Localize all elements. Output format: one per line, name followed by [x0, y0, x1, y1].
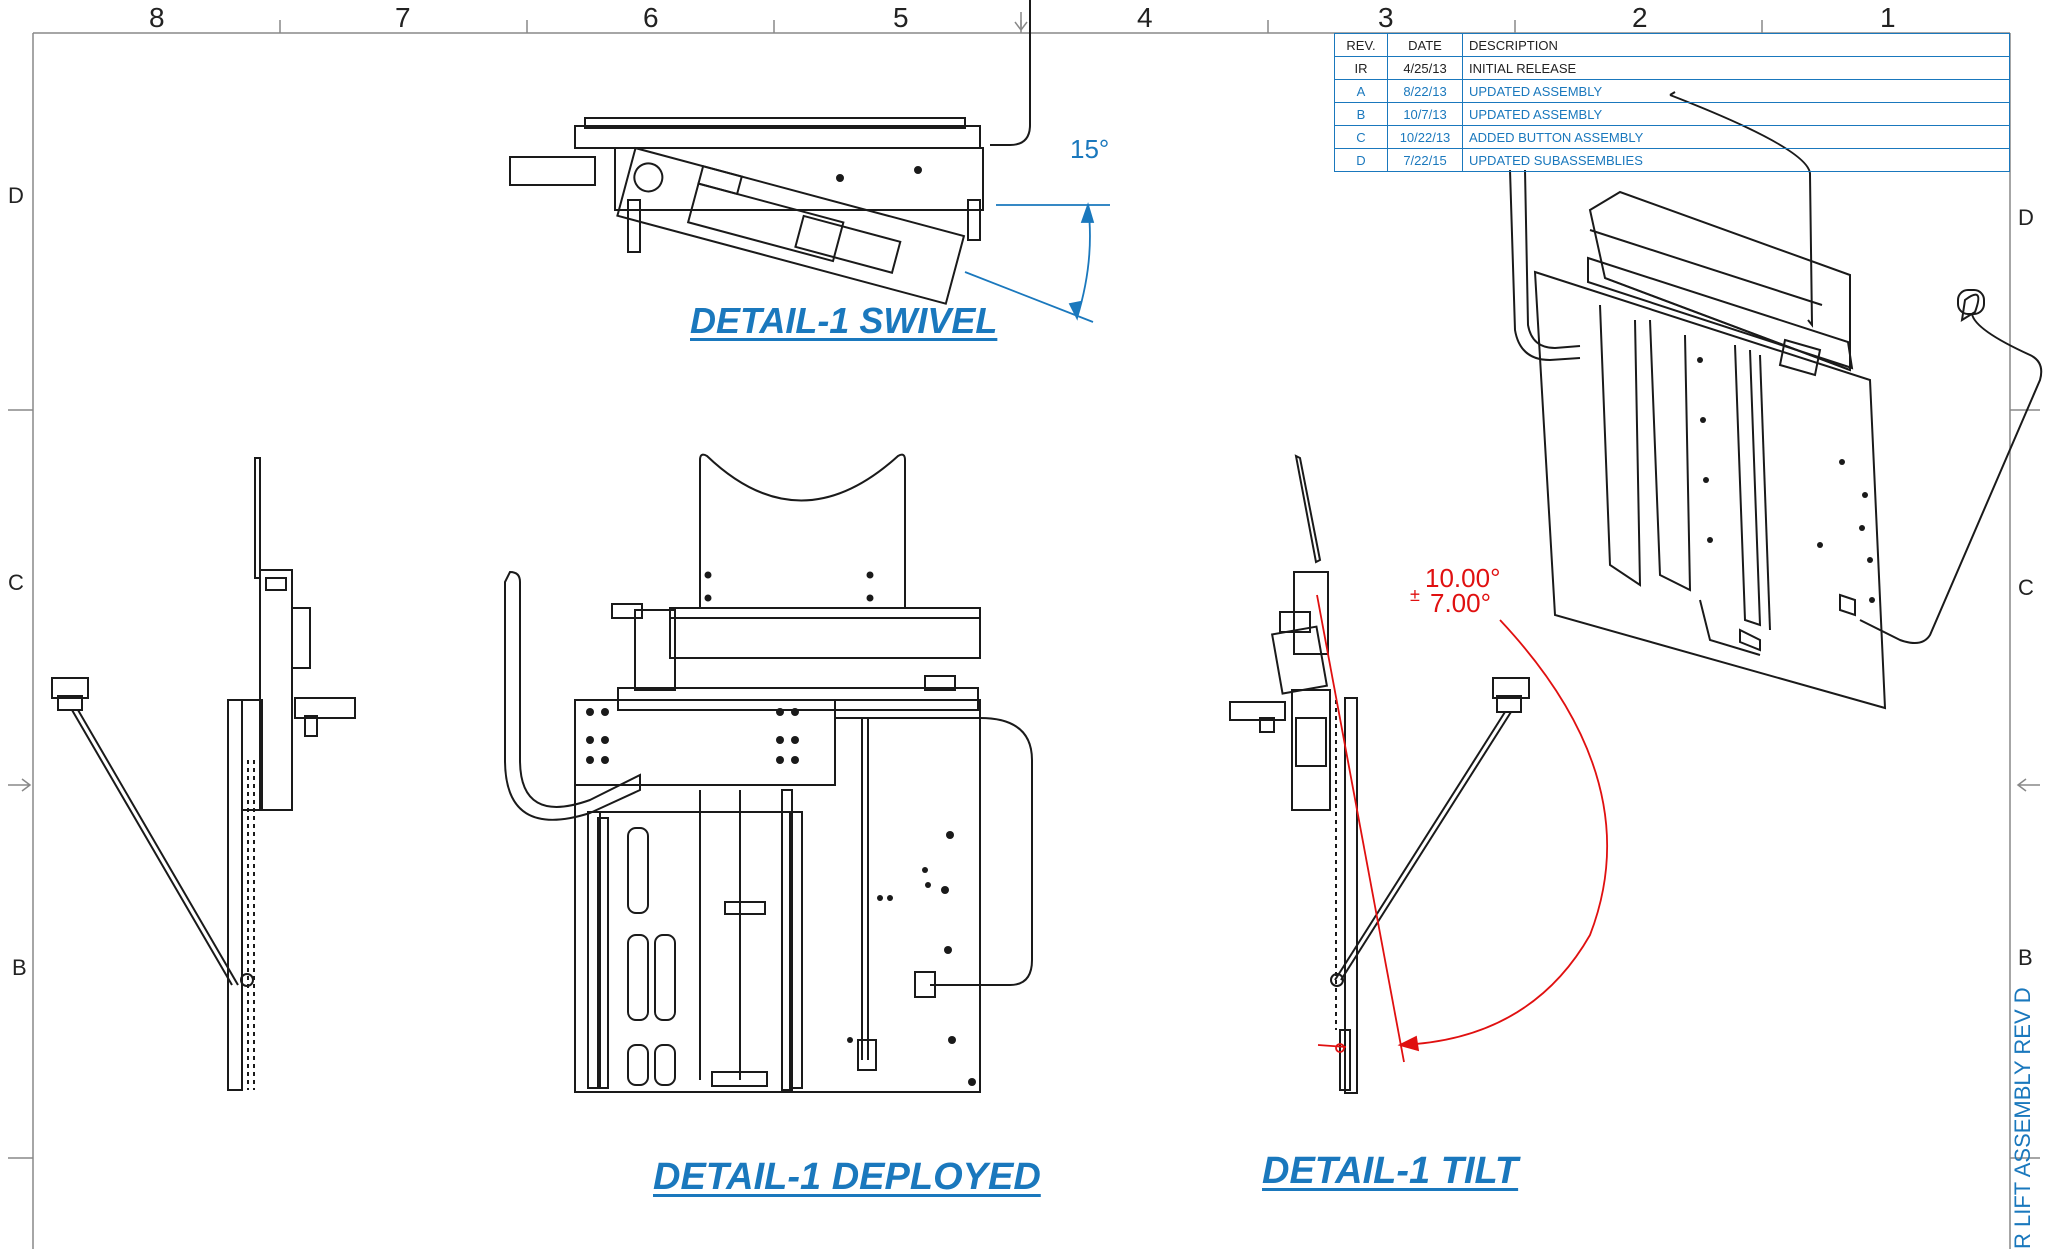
revision-rev: IR: [1334, 56, 1388, 80]
zone-row-c-left: C: [8, 570, 24, 595]
side-view: [51, 457, 356, 1091]
revision-date: 4/25/13: [1387, 56, 1463, 80]
zone-row-c-right: C: [2018, 575, 2034, 600]
zone-column-1: 1: [1880, 2, 1896, 33]
revision-rev: C: [1334, 125, 1388, 149]
revision-row: B 10/7/13 UPDATED ASSEMBLY: [1334, 102, 2010, 126]
zone-row-b-right: B: [2018, 945, 2033, 970]
revision-date: 8/22/13: [1387, 79, 1463, 103]
deployed-view: [504, 453, 1033, 1093]
revision-table: REV. DATE DESCRIPTION IR 4/25/13 INITIAL…: [1334, 33, 2010, 172]
tilt-tolerance-sign: ±: [1410, 585, 1420, 605]
swivel-angle-label: 15°: [1070, 134, 1110, 164]
revision-row: IR 4/25/13 INITIAL RELEASE: [1334, 56, 2010, 80]
tilt-view-title: DETAIL-1 TILT: [1262, 1150, 1519, 1192]
revision-rev: A: [1334, 79, 1388, 103]
deployed-view-title: DETAIL-1 DEPLOYED: [653, 1156, 1041, 1198]
zone-column-5: 5: [893, 2, 909, 33]
revision-description: INITIAL RELEASE: [1462, 56, 2010, 80]
zone-column-4: 4: [1137, 2, 1153, 33]
sheet-border: [8, 12, 2040, 1249]
zone-column-6: 6: [643, 2, 659, 33]
description-header: DESCRIPTION: [1462, 33, 2010, 57]
rev-header: REV.: [1334, 33, 1388, 57]
isometric-view: [1509, 91, 2043, 710]
revision-row: D 7/22/15 UPDATED SUBASSEMBLIES: [1334, 148, 2010, 172]
zone-column-7: 7: [395, 2, 411, 33]
zone-column-8: 8: [149, 2, 165, 33]
swivel-view: [509, 0, 1031, 305]
date-header: DATE: [1387, 33, 1463, 57]
zone-column-2: 2: [1632, 2, 1648, 33]
revision-row: A 8/22/13 UPDATED ASSEMBLY: [1334, 79, 2010, 103]
revision-date: 10/22/13: [1387, 125, 1463, 149]
zone-row-b-left: B: [12, 955, 27, 980]
revision-date: 10/7/13: [1387, 102, 1463, 126]
revision-rev: D: [1334, 148, 1388, 172]
tilt-view: [1229, 454, 1530, 1094]
tilt-tolerance-label: 7.00°: [1430, 588, 1492, 618]
revision-description: UPDATED SUBASSEMBLIES: [1462, 148, 2010, 172]
revision-date: 7/22/15: [1387, 148, 1463, 172]
revision-description: UPDATED ASSEMBLY: [1462, 102, 2010, 126]
revision-table-header: REV. DATE DESCRIPTION: [1334, 33, 2010, 57]
tilt-angle-label: 10.00°: [1425, 563, 1501, 593]
revision-row: C 10/22/13 ADDED BUTTON ASSEMBLY: [1334, 125, 2010, 149]
title-block-text: R LIFT ASSEMBLY REV D: [2010, 987, 2035, 1249]
revision-rev: B: [1334, 102, 1388, 126]
zone-column-3: 3: [1378, 2, 1394, 33]
revision-description: ADDED BUTTON ASSEMBLY: [1462, 125, 2010, 149]
tilt-dimension: [1316, 594, 1608, 1063]
swivel-view-title: DETAIL-1 SWIVEL: [690, 300, 998, 341]
zone-row-d-right: D: [2018, 205, 2034, 230]
revision-description: UPDATED ASSEMBLY: [1462, 79, 2010, 103]
swivel-dimension: [964, 202, 1110, 323]
zone-row-d-left: D: [8, 183, 24, 208]
